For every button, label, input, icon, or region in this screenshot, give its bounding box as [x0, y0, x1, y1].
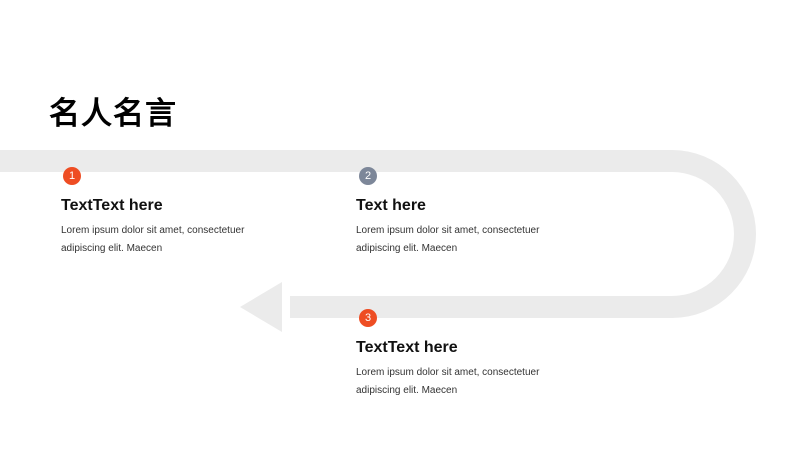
page-title: 名人名言 [49, 96, 177, 132]
step-3-body: Lorem ipsum dolor sit amet, consectetuer… [356, 367, 540, 396]
step-1-number-badge: 1 [63, 167, 81, 185]
step-1-body: Lorem ipsum dolor sit amet, consectetuer… [61, 225, 245, 254]
step-3-title: TextText here [356, 339, 458, 356]
step-2-title: Text here [356, 197, 426, 214]
step-2-body: Lorem ipsum dolor sit amet, consectetuer… [356, 225, 540, 254]
step-2-number-badge: 2 [359, 167, 377, 185]
arrow-head [240, 282, 282, 332]
arrow-band [0, 150, 756, 318]
step-1-title: TextText here [61, 197, 163, 214]
step-3-number-badge: 3 [359, 309, 377, 327]
